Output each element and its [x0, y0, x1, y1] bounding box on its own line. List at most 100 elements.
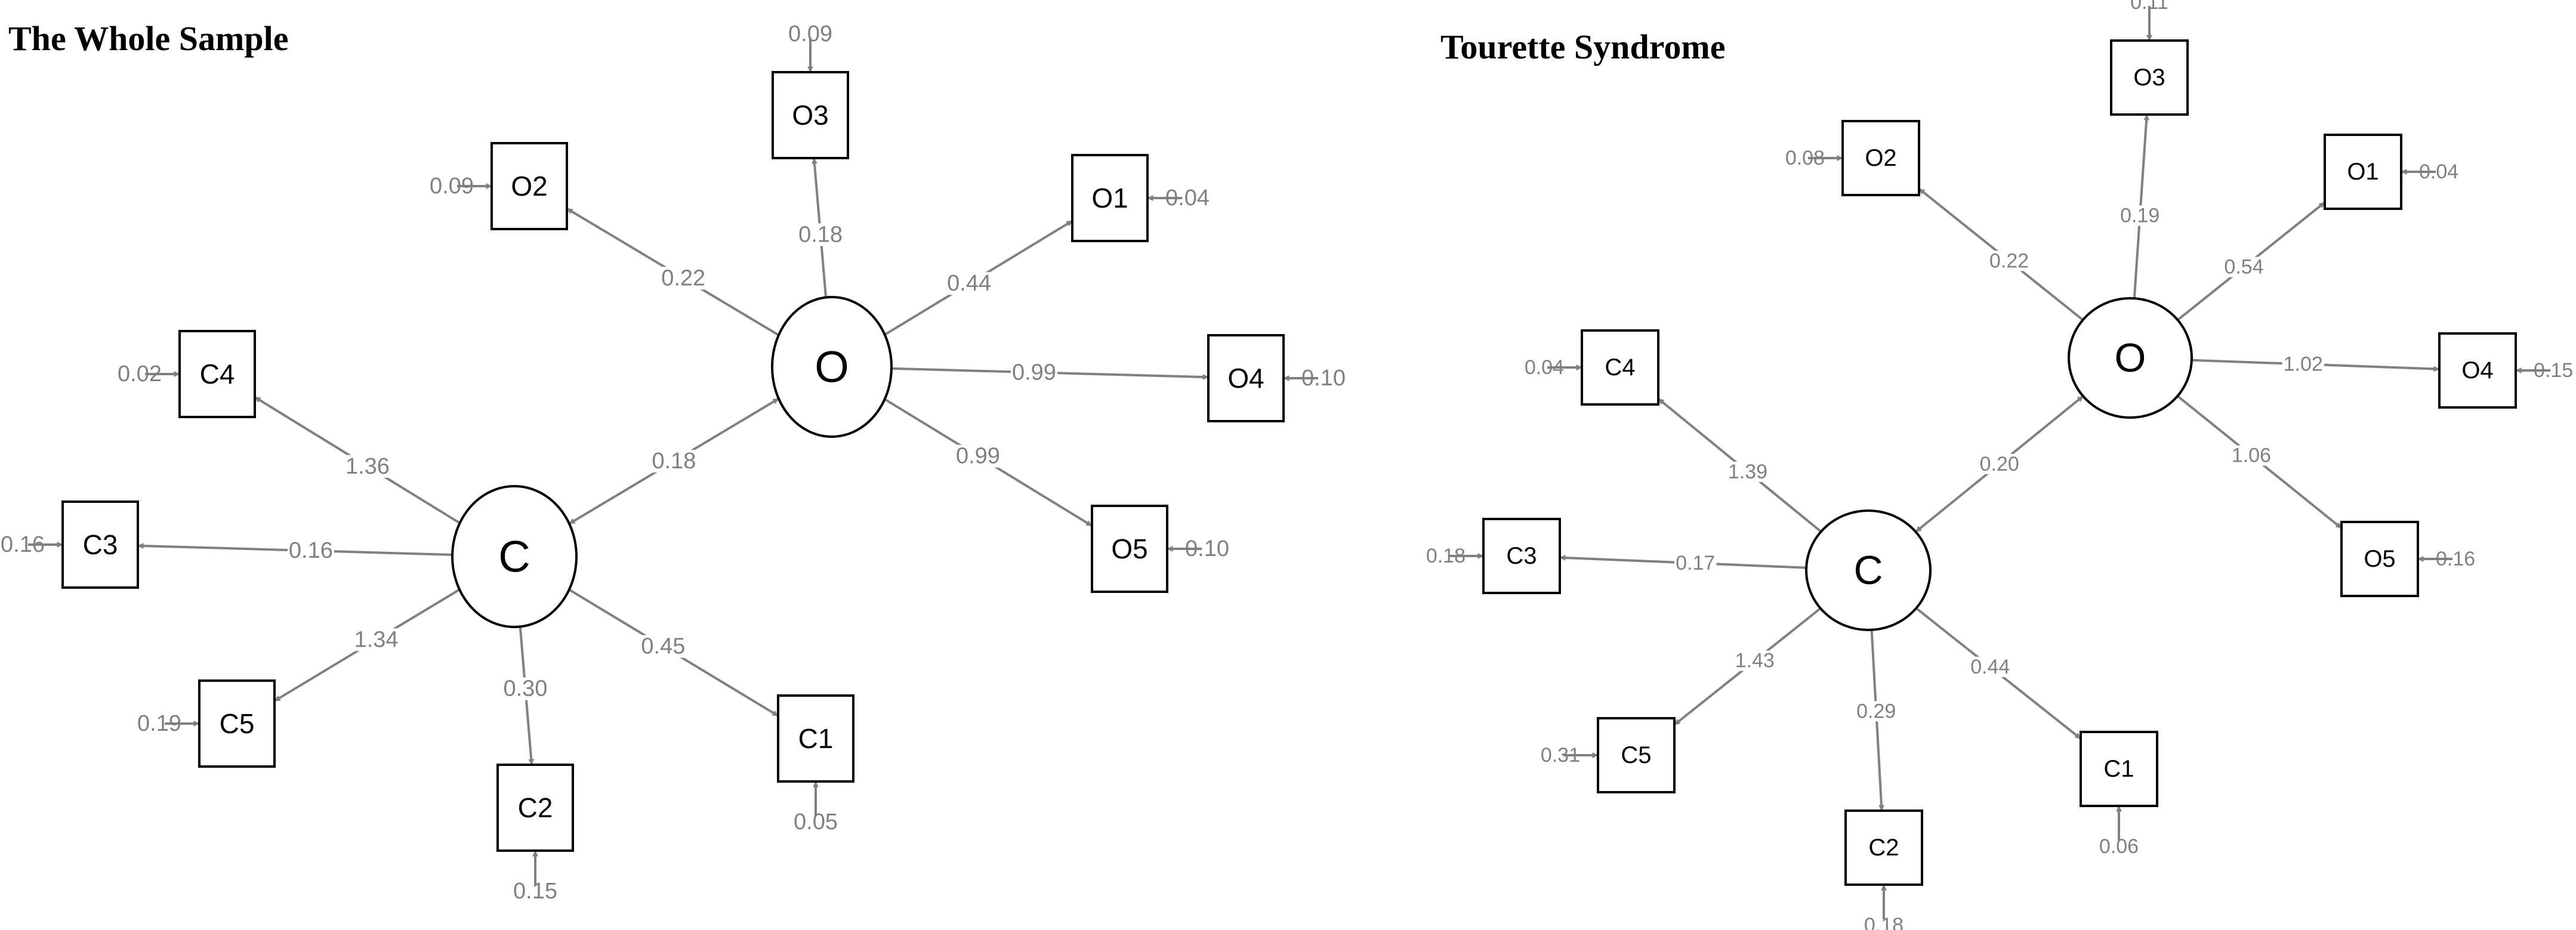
indicator-node-c3: C3: [61, 500, 139, 589]
indicator-box: [1841, 120, 1920, 196]
loading-label-o4-bg: [2282, 354, 2324, 375]
indicator-box: [1597, 717, 1676, 793]
indicator-label: C3: [1506, 543, 1537, 569]
loading-label-c4-bg: [344, 455, 391, 478]
latent-label: O: [2115, 335, 2146, 381]
indicator-box: [1071, 154, 1149, 242]
indicator-label: C1: [2103, 756, 2134, 782]
loading-label-o3-bg: [797, 223, 844, 246]
covariance-label: 0.20: [1980, 453, 2019, 475]
indicator-node-c3: C3: [1482, 518, 1561, 594]
residual-label-o3: 0.09: [788, 21, 832, 47]
indicator-label: C1: [798, 723, 834, 754]
loading-label-c5-bg: [1733, 650, 1776, 671]
indicator-box: [1844, 809, 1923, 886]
indicator-label: C5: [1621, 742, 1651, 768]
latent-label: C: [498, 532, 530, 582]
indicator-node-o5: O5: [1091, 505, 1168, 593]
loading-label-o4: 1.02: [2284, 353, 2323, 375]
indicator-box: [178, 330, 256, 418]
indicator-node-c5: C5: [198, 679, 276, 768]
loading-label-o1-bg: [946, 272, 993, 295]
loading-label-o2-bg: [660, 267, 707, 290]
loading-label-c1: 0.45: [641, 634, 685, 659]
panel-title: Tourette Syndrome: [1440, 27, 1725, 66]
loading-label-c2-bg: [502, 677, 549, 700]
residual-label-o1: 0.04: [2419, 160, 2458, 183]
loading-label-o2: 0.22: [1989, 249, 2029, 272]
indicator-box: [198, 679, 276, 768]
loading-label-o4: 0.99: [1012, 360, 1056, 385]
loading-label-c2: 0.29: [1856, 700, 1896, 722]
latent-ellipse: [451, 485, 578, 628]
loading-label-o2-bg: [1988, 251, 2031, 271]
covariance-label-bg: [650, 450, 698, 473]
latent-ellipse: [2068, 297, 2193, 419]
indicator-box: [2340, 521, 2419, 597]
indicator-label: C5: [220, 708, 255, 739]
indicator-node-o1: O1: [2324, 134, 2402, 210]
indicator-node-c2: C2: [1844, 809, 1923, 886]
indicator-box: [772, 71, 849, 159]
panel-title: The Whole Sample: [8, 19, 288, 58]
indicator-box: [2110, 39, 2189, 116]
covariance-label-bg: [1978, 453, 2020, 474]
indicator-node-o2: O2: [490, 142, 568, 230]
loading-label-c5: 1.43: [1735, 650, 1775, 672]
loading-label-c3-bg: [287, 539, 334, 563]
latent-label: O: [815, 342, 849, 392]
latent-ellipse: [771, 296, 893, 438]
loading-label-c2-bg: [1855, 701, 1898, 722]
indicator-box: [1482, 518, 1561, 594]
indicator-label: O2: [511, 171, 547, 202]
residual-label-o1: 0.04: [1165, 186, 1210, 211]
indicator-node-c4: C4: [178, 330, 256, 418]
loading-label-c5-bg: [353, 628, 400, 651]
indicator-label: O4: [1227, 363, 1264, 394]
loading-label-o5-bg: [2230, 445, 2272, 466]
loading-label-o1-bg: [2223, 257, 2265, 277]
loading-label-o2: 0.22: [661, 265, 705, 291]
indicator-node-c5: C5: [1597, 717, 1676, 793]
loading-label-c4: 1.36: [345, 454, 390, 479]
indicator-box: [1207, 334, 1285, 422]
residual-label-c3: 0.16: [1, 532, 45, 557]
indicator-label: C2: [518, 792, 553, 823]
latent-node-c: C: [1805, 509, 1932, 631]
latent-node-o: O: [2068, 297, 2193, 419]
indicator-label: O1: [1091, 183, 1128, 214]
residual-label-c4: 0.04: [1525, 356, 1564, 379]
indicator-node-o4: O4: [1207, 334, 1285, 422]
loading-label-c1-bg: [640, 635, 687, 658]
residual-label-c4: 0.02: [118, 362, 162, 387]
residual-label-o4: 0.15: [2534, 359, 2573, 382]
indicator-label: C3: [83, 529, 118, 560]
residual-label-c5: 0.19: [137, 711, 181, 736]
residual-label-c5: 0.31: [1541, 744, 1580, 767]
indicator-label: O5: [1111, 533, 1147, 564]
residual-label-c2: 0.18: [1864, 914, 1904, 930]
residual-label-c3: 0.18: [1426, 545, 1466, 567]
indicator-node-o1: O1: [1071, 154, 1149, 242]
indicator-label: O4: [2461, 357, 2493, 384]
loading-label-c3-bg: [1674, 553, 1717, 574]
indicator-box: [496, 764, 574, 852]
indicator-box: [2438, 332, 2517, 409]
indicator-label: O3: [792, 100, 828, 131]
loading-label-o5-bg: [954, 444, 1001, 468]
loading-label-o1: 0.44: [947, 271, 991, 296]
indicator-node-o2: O2: [1841, 120, 1920, 196]
loading-label-o3-bg: [2119, 205, 2161, 226]
loading-label-o5: 0.99: [956, 444, 1000, 469]
loading-label-o5: 1.06: [2232, 444, 2271, 467]
indicator-box: [61, 500, 139, 589]
residual-label-c1: 0.05: [794, 809, 838, 835]
indicator-label: C4: [1605, 354, 1635, 381]
indicator-label: C4: [200, 359, 235, 390]
